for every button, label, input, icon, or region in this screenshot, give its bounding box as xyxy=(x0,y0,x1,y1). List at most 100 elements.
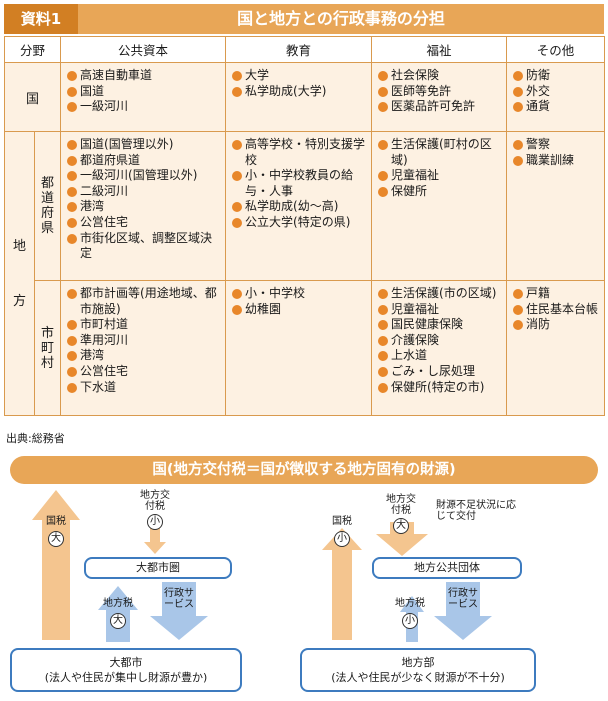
column-header: 教育 xyxy=(225,36,373,63)
list-item: 介護保険 xyxy=(378,333,502,349)
list-item: 児童福祉 xyxy=(378,302,502,318)
row-label-local: 地 方 xyxy=(4,131,35,416)
list-national-welfare: 社会保険医師等免許医薬品許可免許 xyxy=(378,68,502,115)
list-prefecture-welfare: 生活保護(町村の区域)児童福祉保健所 xyxy=(378,137,502,199)
list-item: 都市計画等(用途地域、都市施設) xyxy=(67,286,221,317)
list-item: 小・中学校教員の給与・人事 xyxy=(232,168,367,199)
list-item: 幼稚園 xyxy=(232,302,367,318)
table-row-municipality: 市町村 都市計画等(用途地域、都市施設)市町村道準用河川港湾公営住宅下水道 小・… xyxy=(5,280,606,416)
list-item: 都道府県道 xyxy=(67,153,221,169)
rural-box: 地方部 (法人や住民が少なく財源が不十分) xyxy=(300,648,536,692)
list-item: 職業訓練 xyxy=(513,153,600,169)
column-header: 福祉 xyxy=(371,36,508,63)
list-item: 下水道 xyxy=(67,380,221,396)
list-item: 警察 xyxy=(513,137,600,153)
local-tax-label-right: 地方税 小 xyxy=(388,598,432,629)
column-header: 公共資本 xyxy=(60,36,227,63)
list-item: 外交 xyxy=(513,84,600,100)
size-badge: 大 xyxy=(393,518,409,534)
list-item: 小・中学校 xyxy=(232,286,367,302)
list-item: 生活保護(市の区域) xyxy=(378,286,502,302)
list-item: 戸籍 xyxy=(513,286,600,302)
list-item: 国道(国管理以外) xyxy=(67,137,221,153)
service-label-left: 行政サービス xyxy=(164,588,194,610)
metro-area-box: 大都市圏 xyxy=(84,557,232,579)
size-badge: 小 xyxy=(147,514,163,530)
list-item: 国民健康保険 xyxy=(378,317,502,333)
header-bar: 資料1 国と地方との行政事務の分担 xyxy=(4,4,604,34)
arrow-up-icon xyxy=(322,528,362,640)
list-item: 私学助成(幼～高) xyxy=(232,199,367,215)
row-label-prefecture: 都道府県 xyxy=(33,131,62,281)
list-item: 一級河川(国管理以外) xyxy=(67,168,221,184)
list-item: 通貨 xyxy=(513,99,600,115)
list-prefecture-other: 警察職業訓練 xyxy=(513,137,600,168)
list-item: 市街化区域、調整区域決定 xyxy=(67,231,221,262)
table-row-national: 国 高速自動車道国道一級河川 大学私学助成(大学) 社会保険医師等免許医薬品許可… xyxy=(3,62,606,132)
list-municipality-education: 小・中学校幼稚園 xyxy=(232,286,367,317)
arrow-down-icon xyxy=(150,582,208,640)
list-prefecture-education: 高等学校・特別支援学校小・中学校教員の給与・人事私学助成(幼～高)公立大学(特定… xyxy=(232,137,367,231)
list-national-public-capital: 高速自動車道国道一級河川 xyxy=(67,68,221,115)
list-item: 医薬品許可免許 xyxy=(378,99,502,115)
list-item: 私学助成(大学) xyxy=(232,84,367,100)
arrow-down-icon xyxy=(144,528,166,554)
list-item: 公営住宅 xyxy=(67,215,221,231)
size-badge: 大 xyxy=(110,613,126,629)
list-item: 消防 xyxy=(513,317,600,333)
list-item: 市町村道 xyxy=(67,317,221,333)
local-gov-box: 地方公共団体 xyxy=(372,557,522,579)
national-tax-label-right: 国税 小 xyxy=(326,516,358,547)
list-item: 保健所(特定の市) xyxy=(378,380,502,396)
list-item: 二級河川 xyxy=(67,184,221,200)
list-item: 公営住宅 xyxy=(67,364,221,380)
size-badge: 小 xyxy=(402,613,418,629)
header-title: 国と地方との行政事務の分担 xyxy=(237,9,445,28)
local-char-1: 地 xyxy=(12,238,26,254)
list-item: 高等学校・特別支援学校 xyxy=(232,137,367,168)
list-item: 防衛 xyxy=(513,68,600,84)
list-item: 社会保険 xyxy=(378,68,502,84)
column-header: 分野 xyxy=(3,36,62,63)
table-row-prefecture: 地 方 都道府県 国道(国管理以外)都道府県道一級河川(国管理以外)二級河川港湾… xyxy=(4,131,606,416)
list-municipality-other: 戸籍住民基本台帳消防 xyxy=(513,286,600,333)
duties-table: 分野 公共資本 教育 福祉 その他 国 高速自動車道国道一級河川 大学私学助成(… xyxy=(3,36,606,416)
list-prefecture-public-capital: 国道(国管理以外)都道府県道一級河川(国管理以外)二級河川港湾公営住宅市街化区域… xyxy=(67,137,221,262)
service-label-right: 行政サービス xyxy=(448,588,478,610)
header-tag: 資料1 xyxy=(4,4,78,34)
list-item: 児童福祉 xyxy=(378,168,502,184)
list-item: 上水道 xyxy=(378,348,502,364)
column-header: その他 xyxy=(506,36,606,63)
arrow-down-icon xyxy=(434,582,492,640)
local-tax-label-left: 地方税 大 xyxy=(96,598,140,629)
list-national-education: 大学私学助成(大学) xyxy=(232,68,367,99)
national-tax-label-left: 国税 大 xyxy=(40,516,72,547)
size-badge: 大 xyxy=(48,531,64,547)
diagram-banner: 国(地方交付税＝国が徴収する地方固有の財源) xyxy=(10,456,598,484)
list-item: 保健所 xyxy=(378,184,502,200)
list-national-other: 防衛外交通貨 xyxy=(513,68,600,115)
metro-city-box: 大都市 (法人や住民が集中し財源が豊か) xyxy=(10,648,242,692)
arrow-up-icon xyxy=(32,490,80,640)
list-item: 国道 xyxy=(67,84,221,100)
local-char-2: 方 xyxy=(12,293,26,309)
list-item: ごみ・し尿処理 xyxy=(378,364,502,380)
grant-label-left: 地方交付税 小 xyxy=(130,490,180,530)
row-label-municipality: 市町村 xyxy=(33,280,62,416)
list-item: 準用河川 xyxy=(67,333,221,349)
row-label-national: 国 xyxy=(3,62,62,132)
source-note: 出典:総務省 xyxy=(6,432,65,445)
list-item: 医師等免許 xyxy=(378,84,502,100)
list-item: 港湾 xyxy=(67,348,221,364)
list-item: 公立大学(特定の県) xyxy=(232,215,367,231)
list-municipality-welfare: 生活保護(市の区域)児童福祉国民健康保険介護保険上水道ごみ・し尿処理保健所(特定… xyxy=(378,286,502,395)
grant-label-right: 地方交付税 大 xyxy=(376,494,426,534)
list-item: 住民基本台帳 xyxy=(513,302,600,318)
grant-note: 財源不足状況に応じて交付 xyxy=(436,500,516,522)
table-header-row: 分野 公共資本 教育 福祉 その他 xyxy=(3,36,606,63)
list-item: 港湾 xyxy=(67,199,221,215)
list-item: 一級河川 xyxy=(67,99,221,115)
list-item: 大学 xyxy=(232,68,367,84)
list-item: 生活保護(町村の区域) xyxy=(378,137,502,168)
